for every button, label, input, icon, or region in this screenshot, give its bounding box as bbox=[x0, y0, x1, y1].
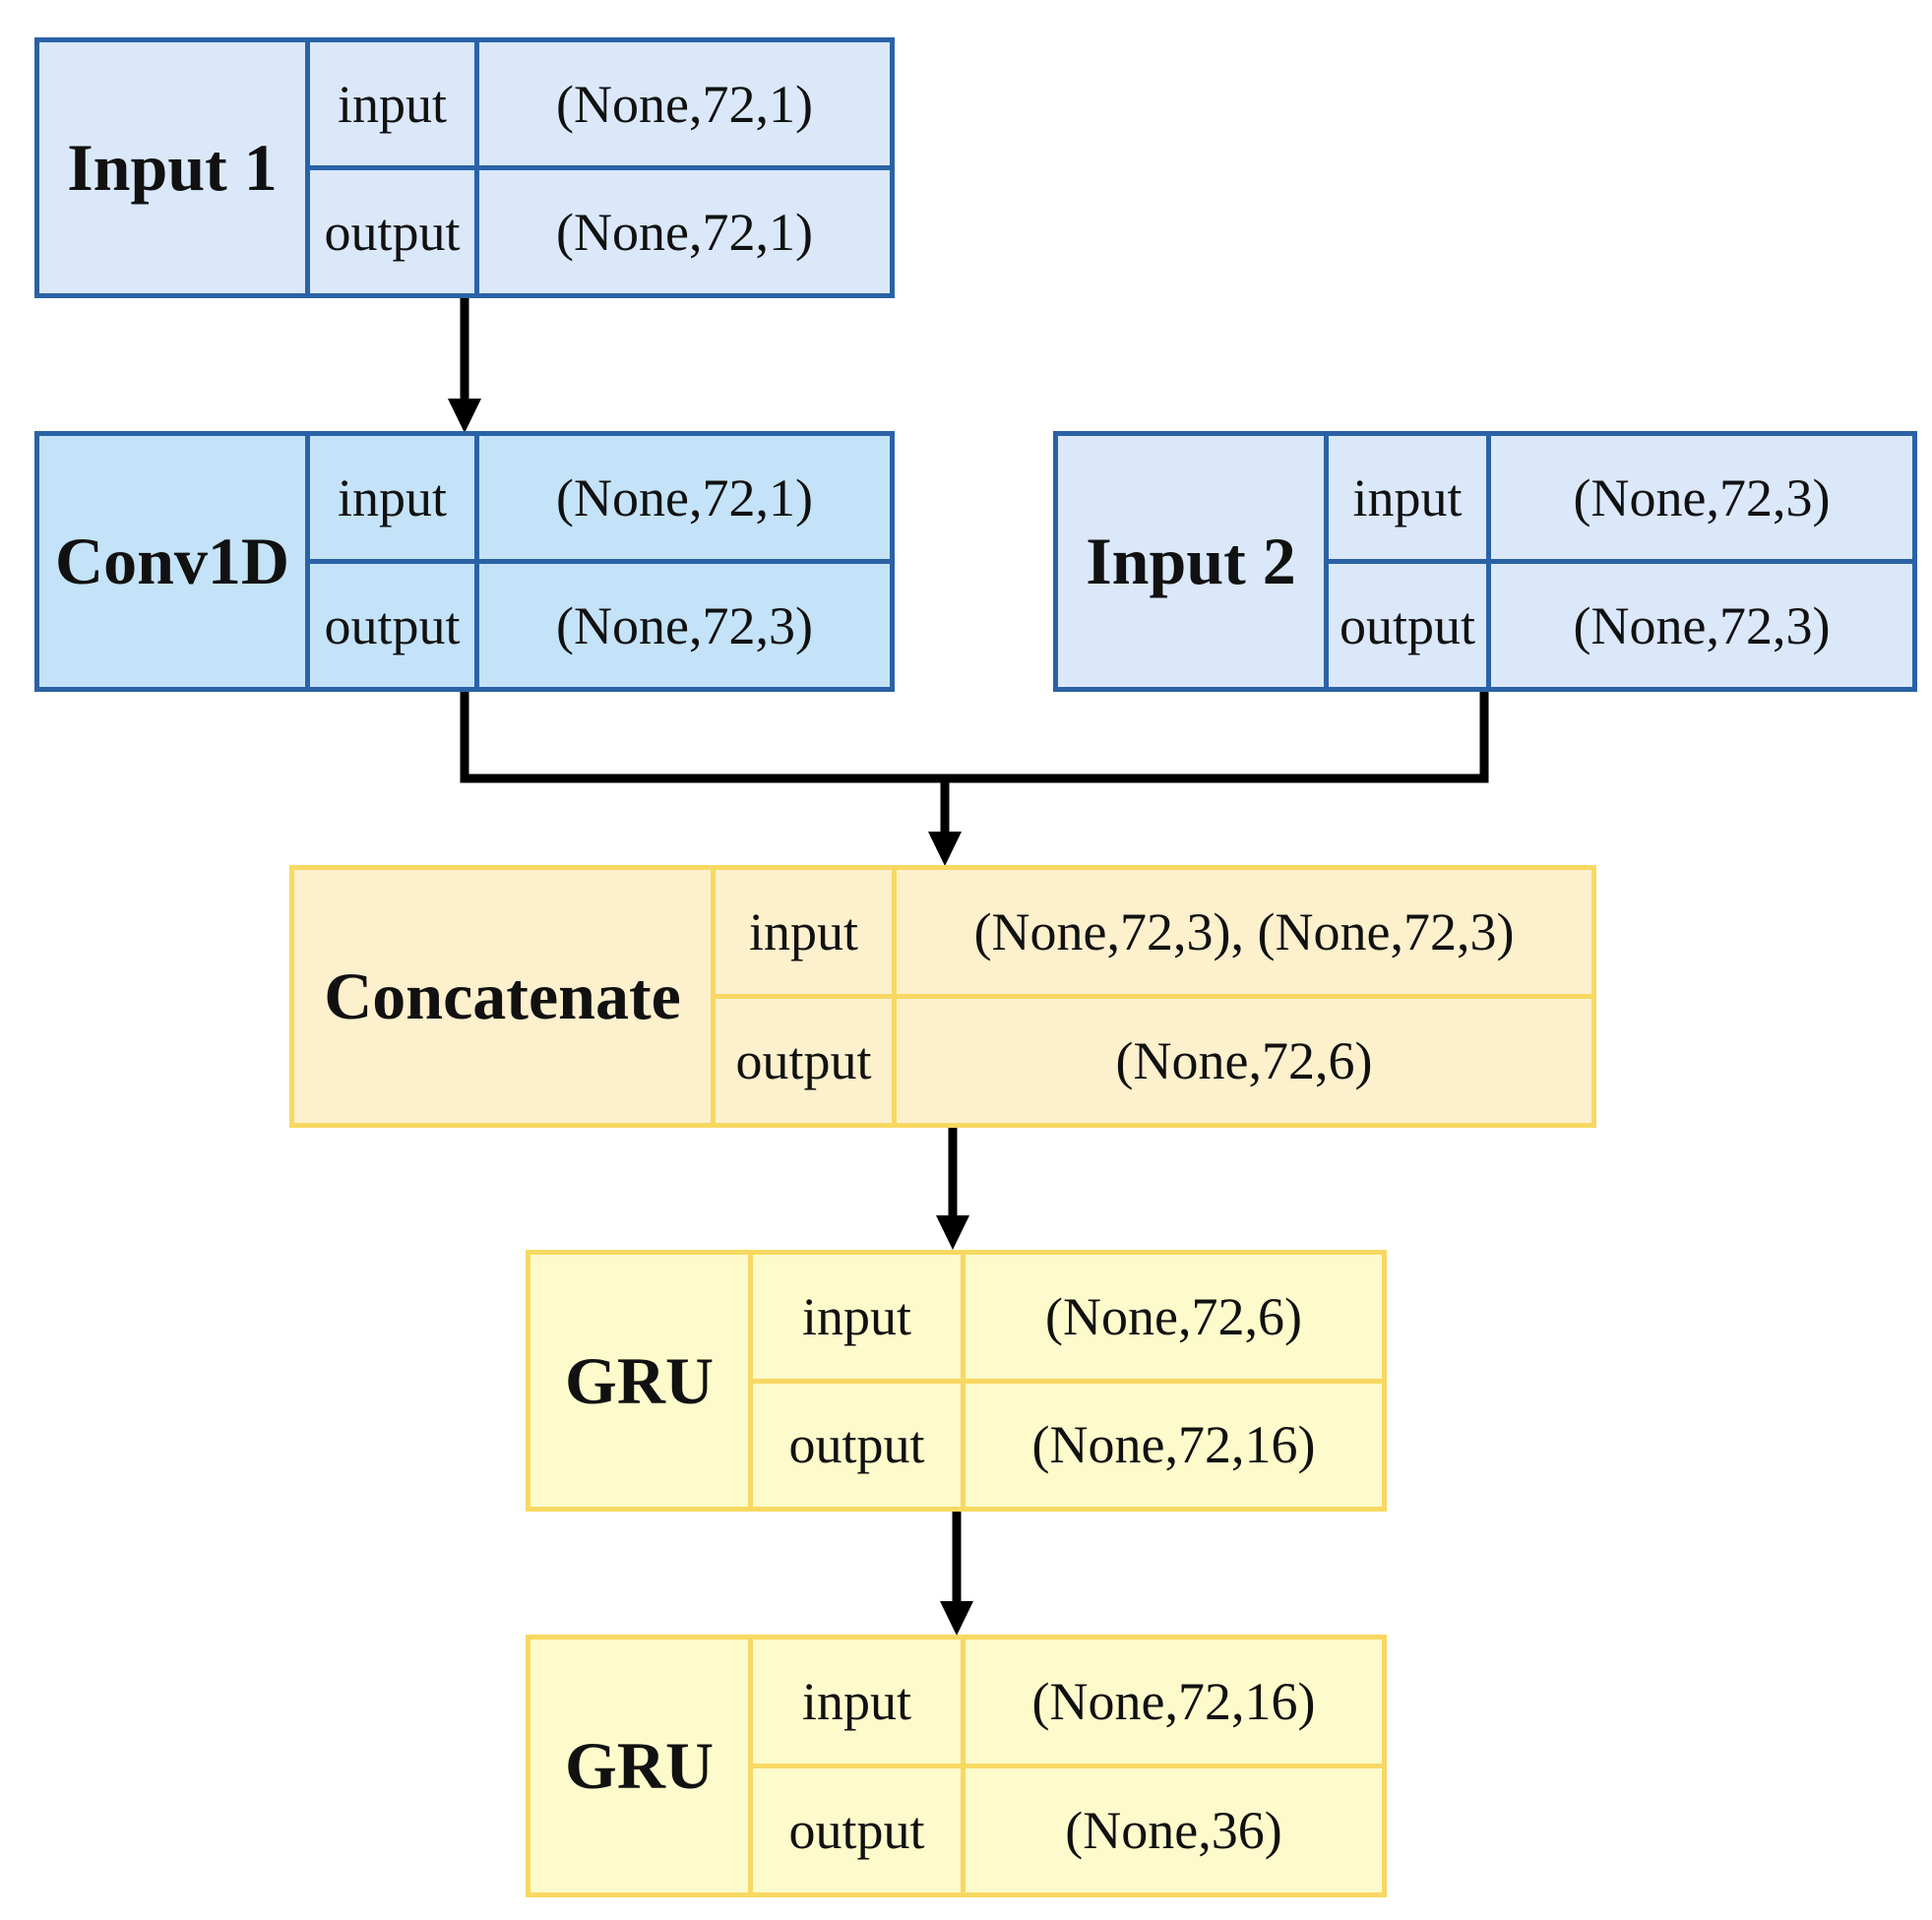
port-label-output: output bbox=[1339, 595, 1475, 655]
node-gru2-name: GRU bbox=[530, 1640, 753, 1892]
node-conv1d: Conv1D input output (None,72,1) (None,72… bbox=[34, 431, 895, 692]
port-label-input: input bbox=[310, 436, 474, 564]
port-label-input: input bbox=[753, 1640, 961, 1768]
node-gru1-shapes: (None,72,6) (None,72,16) bbox=[966, 1255, 1382, 1507]
port-label-input: input bbox=[716, 870, 892, 999]
node-input1-name: Input 1 bbox=[39, 42, 310, 293]
port-label-output: output bbox=[324, 202, 461, 262]
arrowhead-gru1 bbox=[936, 1215, 969, 1250]
edge-conv1d-concatenate bbox=[460, 689, 945, 783]
port-label-output: output bbox=[788, 1415, 925, 1475]
output-shape: (None,72,3) bbox=[1573, 595, 1831, 655]
node-input2-ports: input output bbox=[1329, 436, 1491, 687]
edge-input2-concatenate bbox=[945, 689, 1489, 783]
node-input2-shapes: (None,72,3) (None,72,3) bbox=[1491, 436, 1912, 687]
node-input1-shapes: (None,72,1) (None,72,1) bbox=[479, 42, 890, 293]
node-input1: Input 1 input output (None,72,1) (None,7… bbox=[34, 37, 895, 298]
node-gru1-ports: input output bbox=[753, 1255, 966, 1507]
port-label-output: output bbox=[735, 1031, 872, 1090]
input-shape: (None,72,3) bbox=[1491, 436, 1912, 564]
node-gru2-ports: input output bbox=[753, 1640, 966, 1892]
output-shape: (None,72,1) bbox=[556, 202, 813, 262]
node-concatenate: Concatenate input output (None,72,3), (N… bbox=[289, 865, 1596, 1128]
node-gru2: GRU input output (None,72,16) (None,36) bbox=[526, 1635, 1387, 1897]
node-concatenate-shapes: (None,72,3), (None,72,3) (None,72,6) bbox=[897, 870, 1591, 1123]
node-input1-ports: input output bbox=[310, 42, 479, 293]
node-conv1d-ports: input output bbox=[310, 436, 479, 687]
port-label-input: input bbox=[753, 1255, 961, 1384]
node-gru1: GRU input output (None,72,6) (None,72,16… bbox=[526, 1250, 1387, 1512]
arrowhead-gru2 bbox=[940, 1601, 973, 1636]
port-label-output: output bbox=[324, 595, 461, 655]
port-label-input: input bbox=[1329, 436, 1486, 564]
arrowhead-concatenate bbox=[928, 832, 962, 866]
arrowhead-conv1d bbox=[448, 399, 481, 433]
input-shape: (None,72,16) bbox=[966, 1640, 1382, 1768]
input-shape: (None,72,6) bbox=[966, 1255, 1382, 1384]
input-shape: (None,72,3), (None,72,3) bbox=[897, 870, 1591, 999]
node-input2: Input 2 input output (None,72,3) (None,7… bbox=[1053, 431, 1917, 692]
node-conv1d-shapes: (None,72,1) (None,72,3) bbox=[479, 436, 890, 687]
node-concatenate-name: Concatenate bbox=[294, 870, 716, 1123]
output-shape: (None,72,3) bbox=[556, 595, 813, 655]
output-shape: (None,36) bbox=[1065, 1801, 1282, 1860]
input-shape: (None,72,1) bbox=[479, 42, 890, 170]
node-conv1d-name: Conv1D bbox=[39, 436, 310, 687]
port-label-output: output bbox=[788, 1801, 925, 1860]
port-label-input: input bbox=[310, 42, 474, 170]
node-gru1-name: GRU bbox=[530, 1255, 753, 1507]
input-shape: (None,72,1) bbox=[479, 436, 890, 564]
node-input2-name: Input 2 bbox=[1058, 436, 1329, 687]
output-shape: (None,72,16) bbox=[1031, 1415, 1316, 1475]
node-gru2-shapes: (None,72,16) (None,36) bbox=[966, 1640, 1382, 1892]
output-shape: (None,72,6) bbox=[1115, 1031, 1373, 1090]
node-concatenate-ports: input output bbox=[716, 870, 897, 1123]
